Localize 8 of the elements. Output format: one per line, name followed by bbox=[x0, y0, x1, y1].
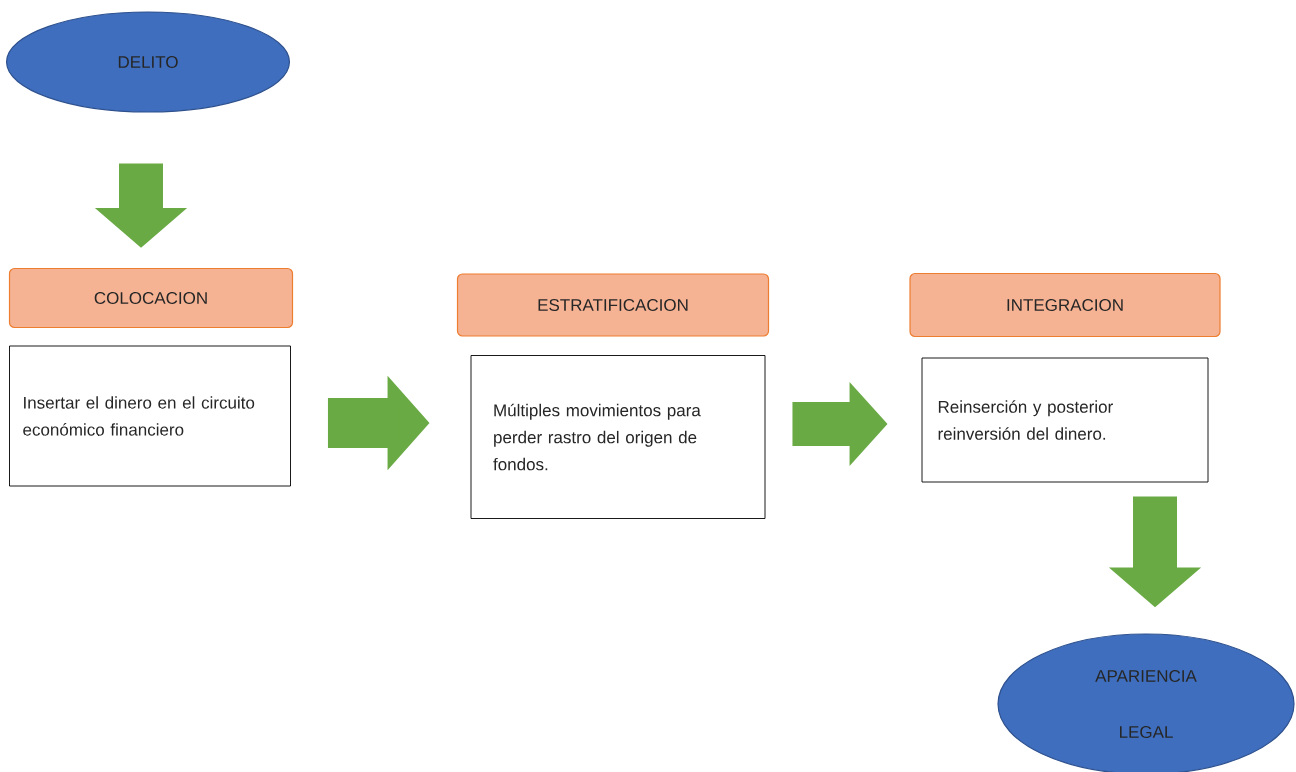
stage-header-box: ESTRATIFICACION bbox=[456, 273, 770, 337]
description-box: Insertar el dinero en el circuito económico financiero bbox=[9, 345, 291, 487]
oval-node: APARIENCIA LEGAL bbox=[997, 633, 1295, 772]
oval-node: DELITO bbox=[6, 11, 291, 113]
stage-header-box: COLOCACION bbox=[8, 267, 294, 329]
stage-header-box: INTEGRACION bbox=[909, 272, 1221, 338]
description-box: Reinserción y posterior reinversión del dinero. bbox=[921, 357, 1209, 483]
description-box: Múltiples movimientos para perder rastro del origen de fondos. bbox=[470, 355, 766, 519]
